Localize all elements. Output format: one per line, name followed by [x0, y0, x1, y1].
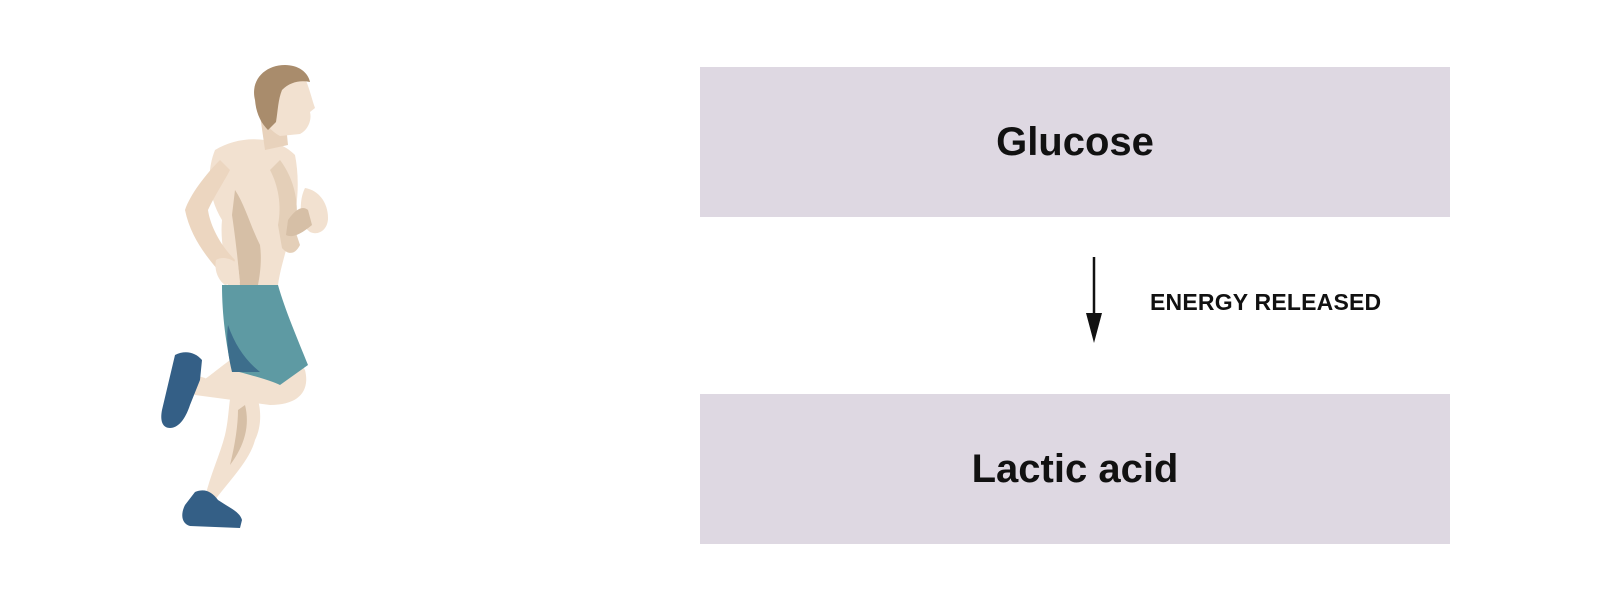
lactic-acid-label: Lactic acid — [971, 446, 1179, 491]
front-leg — [205, 380, 261, 500]
shorts-shadow — [227, 325, 260, 372]
hair — [254, 65, 310, 130]
torso-shadow — [232, 190, 261, 285]
back-shoe — [161, 352, 202, 428]
back-hand — [215, 257, 240, 285]
front-shoe — [182, 490, 242, 528]
lactic-acid-box: Lactic acid — [700, 394, 1450, 544]
energy-released-label: ENERGY RELEASED — [1150, 289, 1382, 315]
runner-illustration — [150, 60, 350, 550]
down-arrow-icon — [1086, 257, 1102, 343]
glucose-box: Glucose — [700, 67, 1450, 217]
running-man-icon — [161, 65, 328, 528]
glucose-label: Glucose — [996, 119, 1154, 164]
front-leg-shadow — [230, 405, 247, 465]
front-forearm — [286, 208, 312, 237]
back-arm — [185, 160, 235, 272]
